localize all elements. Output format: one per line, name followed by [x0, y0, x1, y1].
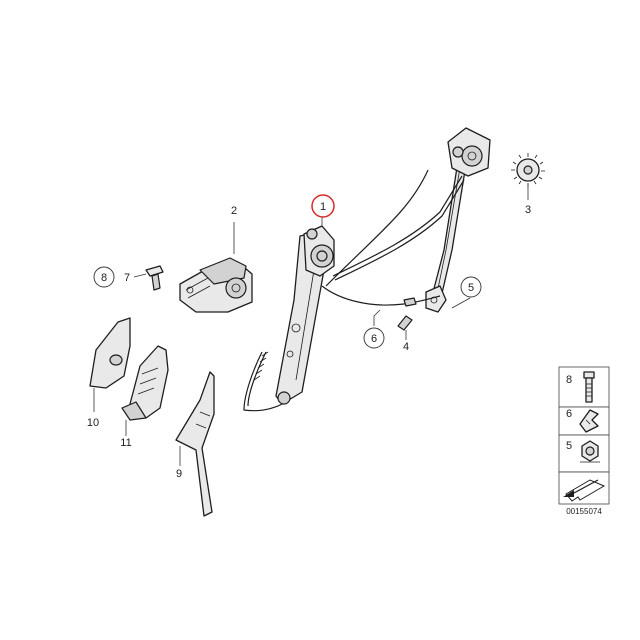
clip-icon	[579, 409, 599, 433]
svg-text:1: 1	[320, 201, 326, 213]
svg-text:10: 10	[87, 417, 99, 429]
leader-6	[373, 309, 381, 326]
callout-7[interactable]: 7	[124, 272, 130, 284]
callout-10[interactable]: 10	[87, 417, 99, 429]
direction-arrow-icon	[563, 479, 606, 502]
svg-text:8: 8	[101, 272, 107, 284]
callout-3[interactable]: 3	[525, 204, 531, 216]
svg-text:5: 5	[468, 282, 474, 294]
legend-item-8: 8	[566, 371, 595, 403]
bolt-icon	[583, 371, 595, 403]
mounting-bracket	[121, 345, 169, 436]
callout-2[interactable]: 2	[231, 205, 237, 217]
window-regulator-assembly	[243, 127, 491, 412]
callout-6[interactable]: 6	[363, 327, 385, 349]
nut-icon	[580, 440, 600, 463]
trim-cover	[89, 317, 131, 412]
reference-number: 00155074	[566, 507, 602, 516]
window-motor	[179, 222, 253, 313]
svg-text:6: 6	[566, 408, 572, 420]
pin	[397, 315, 413, 340]
callout-8[interactable]: 8	[93, 266, 115, 288]
window-guide-strip	[175, 371, 215, 517]
svg-text:9: 9	[176, 468, 182, 480]
screw	[133, 265, 164, 291]
svg-text:8: 8	[566, 374, 572, 386]
callout-9[interactable]: 9	[176, 468, 182, 480]
svg-text:4: 4	[403, 341, 409, 353]
drive-gear	[511, 153, 545, 200]
svg-text:3: 3	[525, 204, 531, 216]
svg-text:6: 6	[371, 333, 377, 345]
legend-item-5: 5	[566, 440, 600, 463]
legend-item-6: 6	[566, 408, 599, 433]
svg-text:11: 11	[120, 437, 131, 449]
regulator-cable	[321, 285, 441, 307]
svg-text:7: 7	[124, 272, 130, 284]
callout-1[interactable]: 1	[311, 194, 335, 218]
callout-5[interactable]: 5	[460, 276, 482, 298]
callout-11[interactable]: 11	[120, 437, 131, 449]
fastener-legend: 8 6 5	[558, 366, 610, 505]
leader-5	[451, 297, 471, 309]
svg-text:2: 2	[231, 205, 237, 217]
callout-4[interactable]: 4	[403, 341, 409, 353]
svg-text:5: 5	[566, 440, 572, 452]
